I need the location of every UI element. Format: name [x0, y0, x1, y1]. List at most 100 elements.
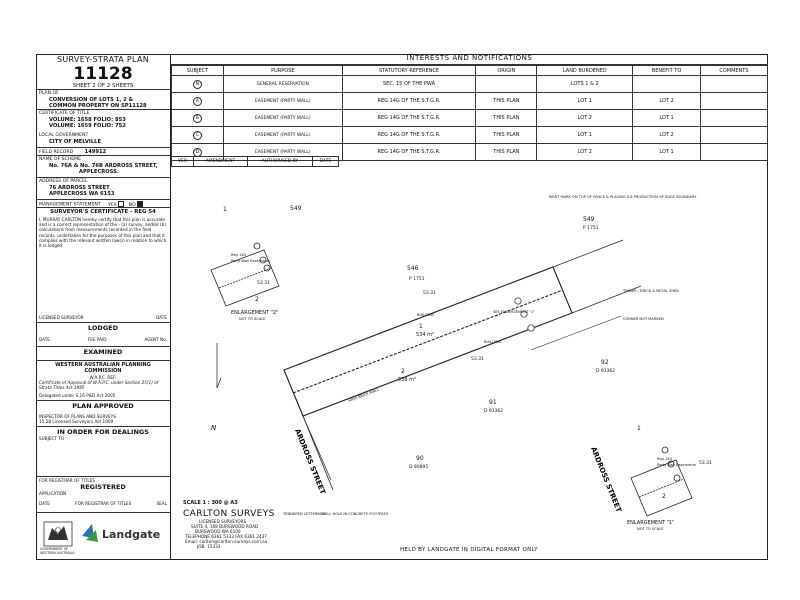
- cell-comments: [699, 126, 769, 144]
- column-header: COMMENTS: [699, 65, 769, 76]
- lot-546-label: 546: [407, 265, 419, 272]
- local-government: LOCAL GOVERNMENT CITY OF MELVILLE: [36, 132, 170, 148]
- cell-ref: REG 14G OF THE S.T.G.R.: [341, 126, 477, 144]
- firm-block: SCALE 1 : 300 @ A3 CARLTON SURVEYS LICEN…: [171, 500, 321, 560]
- cell-origin: THIS PLAN: [475, 92, 538, 110]
- management-statement: MANAGEMENT STATEMENT YES NO: [36, 200, 170, 208]
- svg-text:P 1751: P 1751: [409, 276, 425, 282]
- svg-text:TIMBER - BRICK & METAL SHED: TIMBER - BRICK & METAL SHED: [622, 289, 679, 293]
- cell-comments: [699, 109, 769, 127]
- cell-origin: THIS PLAN: [475, 126, 538, 144]
- plan-number: 11128: [73, 64, 133, 84]
- cell-subject: N: [171, 75, 224, 93]
- svg-text:NOT TO SCALE: NOT TO SCALE: [637, 527, 664, 531]
- svg-text:Reg 14G: Reg 14G: [231, 253, 247, 257]
- cell-subject: B: [171, 109, 224, 127]
- cell-comments: [699, 143, 769, 161]
- column-header: BENEFIT TO: [632, 65, 701, 76]
- cell-ref: SEC. 15 OF THE PWA: [341, 75, 477, 93]
- survey-drawing: N 546 P 1751 549 549 P 1751 1 534 m² 2 5…: [171, 168, 768, 560]
- svg-text:CORNER NOT MARKED: CORNER NOT MARKED: [623, 317, 664, 321]
- cell-ref: REG 14G OF THE S.T.G.R.: [341, 92, 477, 110]
- left-panel: SURVEY-STRATA PLAN 11128 SHEET 2 OF 2 SH…: [36, 54, 171, 560]
- cell-subject: A: [171, 92, 224, 110]
- in-order-for-dealings: IN ORDER FOR DEALINGS SUBJECT TO: [36, 427, 170, 477]
- column-header: PURPOSE: [222, 65, 343, 76]
- cell-burdened: LOT 1: [536, 126, 634, 144]
- svg-text:Party Wall Easements: Party Wall Easements: [657, 463, 696, 467]
- cell-benefit: LOT 1: [632, 143, 701, 161]
- footer-logos: GOVERNMENT OF WESTERN AUSTRALIA Landgate: [40, 518, 166, 556]
- wapc-approval: WESTERN AUSTRALIAN PLANNING COMMISSION W…: [36, 361, 170, 401]
- cell-ref: REG 14G OF THE S.T.G.R.: [341, 143, 477, 161]
- cell-benefit: LOT 1: [632, 109, 701, 127]
- lot-549-enl-label: 549: [290, 205, 302, 212]
- plan-of: PLAN OF CONVERSION OF LOTS 1, 2 & COMMON…: [36, 90, 170, 110]
- interests-title: INTERESTS AND NOTIFICATIONS: [171, 54, 768, 65]
- column-header: SUBJECT: [171, 65, 224, 76]
- lodged: LODGED DATE FEE PAID AGENT No.: [36, 323, 170, 347]
- svg-text:TENDERED LETTERBOX: TENDERED LETTERBOX: [282, 512, 325, 516]
- version-col-header: AMENDMENT: [192, 156, 248, 167]
- scheme-name: NAME OF SCHEME No. 76A & No. 76B ARDROSS…: [36, 156, 170, 178]
- version-col-header: AUTHORISED BY: [246, 156, 313, 167]
- cell-burdened: LOT 1: [536, 92, 634, 110]
- svg-text:HIGH BRICK WALL: HIGH BRICK WALL: [348, 388, 380, 403]
- svg-text:P 1751: P 1751: [583, 225, 599, 231]
- cell-origin: THIS PLAN: [475, 143, 538, 161]
- cell-purpose: EASEMENT (PARTY WALL): [222, 126, 343, 144]
- subject-circle-icon: N: [192, 79, 202, 89]
- svg-text:534 m²: 534 m²: [416, 332, 434, 338]
- svg-text:DRILL HOLE IN CONCRETE FOOTPAT: DRILL HOLE IN CONCRETE FOOTPATH: [321, 512, 388, 516]
- plan-approved: PLAN APPROVED INSPECTOR OF PLANS AND SUR…: [36, 401, 170, 427]
- building-label-2: BUILDING: [484, 340, 502, 344]
- enlargement-2-label: ENLARGEMENT "2": [231, 310, 278, 316]
- cell-burdened: LOT 2: [536, 143, 634, 161]
- plan-sheet: [36, 54, 768, 560]
- cell-subject: C: [171, 126, 224, 144]
- surveyor-certificate: SURVEYOR'S CERTIFICATE - REG 54 I, MURRA…: [36, 208, 170, 323]
- lot-92-label: 92: [601, 359, 609, 366]
- svg-text:53.31: 53.31: [257, 280, 270, 286]
- subject-circle-icon: B: [192, 113, 202, 123]
- north-label: N: [211, 424, 217, 432]
- version-col-header: DATE: [311, 156, 340, 167]
- north-arrow-icon: [216, 343, 222, 389]
- subject-circle-icon: A: [192, 96, 202, 106]
- lot-1-label: 1: [419, 323, 423, 330]
- interest-row: A EASEMENT (PARTY WALL)REG 14G OF THE S.T…: [171, 92, 769, 110]
- column-header: STATUTORY REFERENCE: [341, 65, 477, 76]
- subject-circle-icon: C: [192, 130, 202, 140]
- government-crest-icon: [43, 521, 98, 547]
- lot-2-label: 2: [401, 368, 405, 375]
- building-label-1: BUILDING: [417, 313, 435, 317]
- svg-text:2: 2: [662, 493, 666, 500]
- sheet-number: SHEET 2 OF 2 SHEETS: [72, 83, 134, 89]
- plan-header: SURVEY-STRATA PLAN 11128 SHEET 2 OF 2 SH…: [36, 54, 170, 90]
- enlargement-1: [630, 446, 693, 517]
- cell-comments: [699, 92, 769, 110]
- svg-text:538 m²: 538 m²: [398, 377, 416, 383]
- cell-purpose: EASEMENT (PARTY WALL): [222, 92, 343, 110]
- main-lots: [283, 239, 642, 491]
- cell-benefit: LOT 2: [632, 126, 701, 144]
- enlargement-1-label: ENLARGEMENT "1": [627, 520, 674, 526]
- cell-origin: THIS PLAN: [475, 109, 538, 127]
- svg-text:D 90895: D 90895: [409, 464, 428, 470]
- field-record: FIELD RECORD 149912: [36, 148, 170, 156]
- cell-comments: [699, 75, 769, 93]
- interest-row: C EASEMENT (PARTY WALL)REG 14G OF THE S.T…: [171, 126, 769, 144]
- svg-text:1: 1: [223, 206, 227, 213]
- svg-text:1: 1: [637, 425, 641, 432]
- scale-label: SCALE 1 : 300 @ A3: [183, 500, 238, 506]
- cell-purpose: EASEMENT (PARTY WALL): [222, 109, 343, 127]
- cell-origin: [475, 75, 538, 93]
- cell-benefit: LOT 2: [632, 92, 701, 110]
- cell-burdened: LOT 2: [536, 109, 634, 127]
- examined: EXAMINED: [36, 347, 170, 361]
- svg-text:SEE ENLARGEMENT "1": SEE ENLARGEMENT "1": [493, 310, 535, 314]
- enlargement-2: [210, 242, 280, 307]
